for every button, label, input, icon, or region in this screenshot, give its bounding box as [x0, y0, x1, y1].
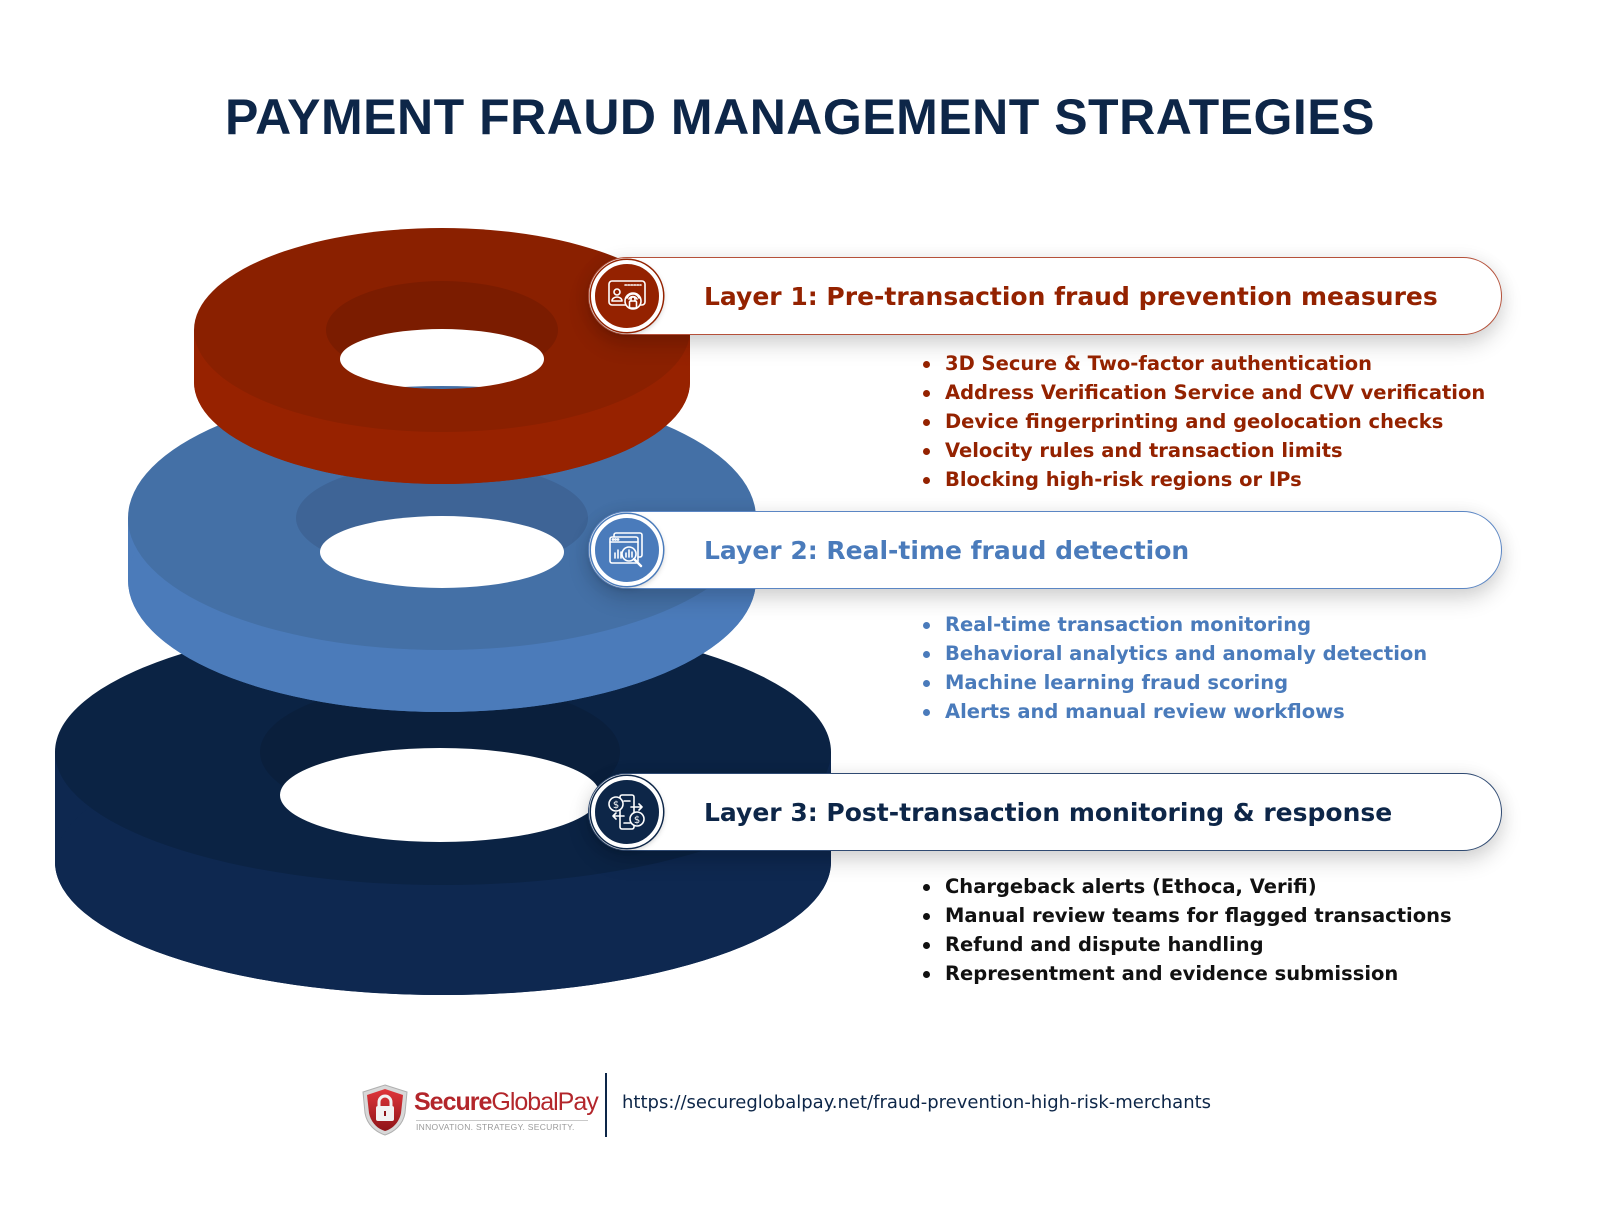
layer-2-list: Real-time transaction monitoring Behavio…: [922, 610, 1427, 726]
logo-tagline: INNOVATION. STRATEGY. SECURITY.: [416, 1122, 575, 1132]
list-item: Machine learning fraud scoring: [922, 668, 1427, 697]
page-title: PAYMENT FRAUD MANAGEMENT STRATEGIES: [225, 89, 1375, 145]
list-item: 3D Secure & Two-factor authentication: [922, 349, 1485, 378]
svg-text:$: $: [613, 800, 619, 811]
list-item: Address Verification Service and CVV ver…: [922, 378, 1485, 407]
list-item: Behavioral analytics and anomaly detecti…: [922, 639, 1427, 668]
logo-wordmark: SecureGlobalPay: [414, 1088, 599, 1116]
footer-url[interactable]: https://secureglobalpay.net/fraud-preven…: [622, 1092, 1212, 1113]
layer-3-list: Chargeback alerts (Ethoca, Verifi) Manua…: [922, 872, 1452, 988]
list-item: Real-time transaction monitoring: [922, 610, 1427, 639]
list-item: Blocking high-risk regions or IPs: [922, 465, 1485, 494]
list-item: Velocity rules and transaction limits: [922, 436, 1485, 465]
list-item: Device fingerprinting and geolocation ch…: [922, 407, 1485, 436]
identity-fingerprint-lock-icon: [591, 260, 663, 332]
svg-text:$: $: [634, 815, 640, 826]
shield-lock-icon: [362, 1084, 408, 1136]
analytics-magnifier-icon: [591, 514, 663, 586]
layer-1-title: Layer 1: Pre-transaction fraud preventio…: [704, 281, 1438, 311]
list-item: Alerts and manual review workflows: [922, 697, 1427, 726]
list-item: Refund and dispute handling: [922, 930, 1452, 959]
layer-1-header: Layer 1: Pre-transaction fraud preventio…: [588, 257, 1502, 335]
layer-3-title: Layer 3: Post-transaction monitoring & r…: [704, 797, 1393, 827]
layer-3-header: $ $ Layer 3: Post-transaction monitoring…: [588, 773, 1502, 851]
ring-layer-1: [194, 228, 690, 484]
list-item: Representment and evidence submission: [922, 959, 1452, 988]
list-item: Chargeback alerts (Ethoca, Verifi): [922, 872, 1452, 901]
footer-divider: [605, 1073, 607, 1137]
logo-underline: [416, 1120, 588, 1121]
list-item: Manual review teams for flagged transact…: [922, 901, 1452, 930]
layer-2-title: Layer 2: Real-time fraud detection: [704, 535, 1190, 565]
money-exchange-icon: $ $: [591, 776, 663, 848]
layer-1-list: 3D Secure & Two-factor authentication Ad…: [922, 349, 1485, 494]
company-logo: SecureGlobalPay INNOVATION. STRATEGY. SE…: [360, 1083, 599, 1138]
layer-2-header: Layer 2: Real-time fraud detection: [588, 511, 1502, 589]
